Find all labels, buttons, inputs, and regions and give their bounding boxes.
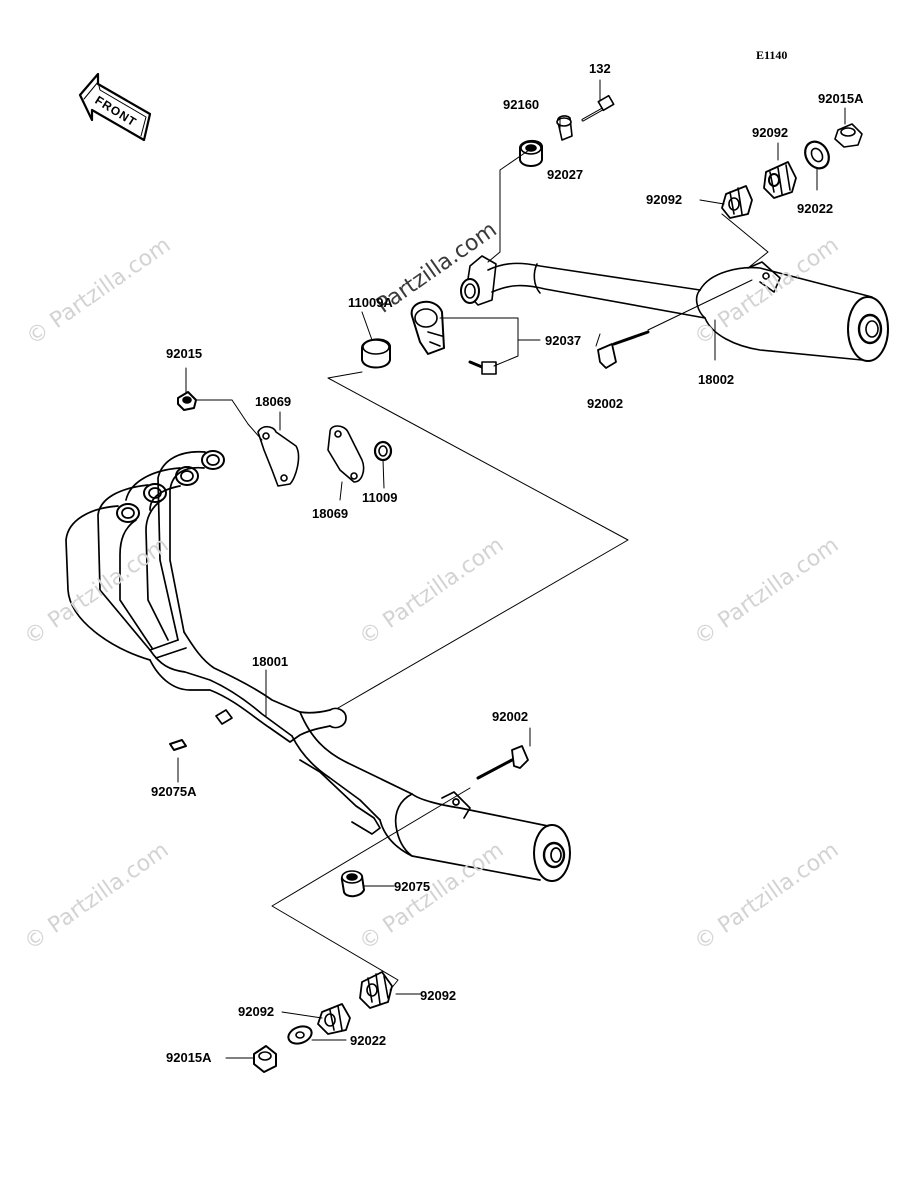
damper-92075-icon [340,870,365,898]
washer-92022-bottom-icon [287,1025,313,1045]
part-label-92027[interactable]: 92027 [547,167,584,182]
part-label-92037[interactable]: 92037 [545,333,582,348]
part-label-92002-top[interactable]: 92002 [587,396,624,411]
nut-92015A-bottom-icon [253,1045,277,1073]
nut-92015A-top-icon [834,123,863,148]
clamp-92037-icon [410,301,497,375]
part-label-132[interactable]: 132 [589,61,611,76]
part-label-18001[interactable]: 18001 [252,654,289,669]
part-label-11009[interactable]: 11009 [362,490,398,505]
part-label-92002-bottom[interactable]: 92002 [492,709,529,724]
holder-18069-b-icon [327,425,365,483]
exhaust-header-18001 [65,450,571,882]
part-label-92022-top[interactable]: 92022 [797,201,834,216]
part-label-11009A[interactable]: 11009A [348,295,393,310]
part-label-92015A-top[interactable]: 92015A [818,91,864,106]
part-label-92092-bottom2[interactable]: 92092 [238,1004,275,1019]
diagram-code: E1140 [756,48,788,62]
damper-92160-icon [519,140,543,167]
damper-92092-top2-icon [721,185,753,219]
holder-18069-a-icon [257,425,300,487]
part-label-92075[interactable]: 92075 [394,879,431,894]
collar-92027-icon [556,115,573,141]
bolt-132-icon [581,94,615,122]
washer-92022-top-icon [804,140,830,170]
part-label-92092-top2[interactable]: 92092 [646,192,683,207]
front-arrow-icon [78,72,152,142]
gasket-11009-icon [373,440,393,462]
part-label-92092-bottom1[interactable]: 92092 [420,988,457,1003]
gasket-11009A-icon [361,338,391,369]
part-label-18002[interactable]: 18002 [698,372,735,387]
part-label-18069-b[interactable]: 18069 [312,506,349,521]
damper-92092-bottom2-icon [317,1003,351,1035]
part-label-92075A[interactable]: 92075A [151,784,197,799]
bolt-92002-bottom-icon [476,745,529,780]
part-label-92092-top1[interactable]: 92092 [752,125,789,140]
part-label-92022-bottom[interactable]: 92022 [350,1033,387,1048]
damper-92092-top1-icon [763,161,797,199]
damper-92092-bottom1-icon [359,971,393,1009]
part-label-18069-a[interactable]: 18069 [255,394,292,409]
bolt-92002-top-icon [597,330,650,369]
leader-lines [177,79,846,1059]
nut-92015-icon [177,391,197,411]
part-label-92015A-bottom[interactable]: 92015A [166,1050,212,1065]
damper-92075A-icon [169,739,187,751]
muffler-right [460,255,889,362]
part-label-92015[interactable]: 92015 [166,346,203,361]
part-label-92160[interactable]: 92160 [503,97,540,112]
